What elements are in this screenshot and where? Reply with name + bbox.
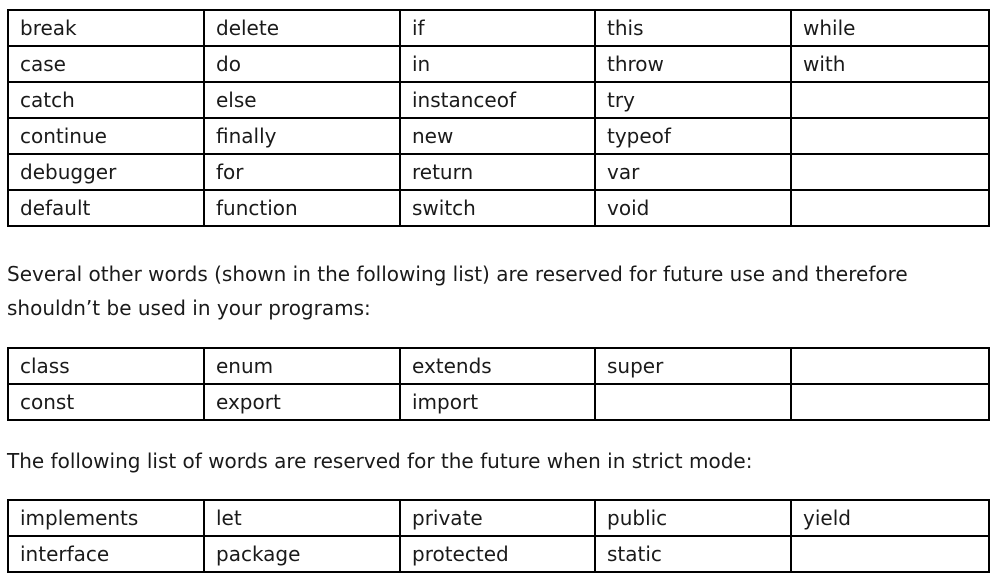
table-cell: debugger xyxy=(7,153,205,191)
table-cell: with xyxy=(790,45,990,83)
table-cell: protected xyxy=(399,535,596,573)
table-cell: try xyxy=(594,81,792,119)
table-cell: implements xyxy=(7,499,205,537)
table-row: class enum extends super xyxy=(7,347,990,385)
table-row: continue finally new typeof xyxy=(7,117,990,155)
table-cell: static xyxy=(594,535,792,573)
table-cell: in xyxy=(399,45,596,83)
table-cell: void xyxy=(594,189,792,227)
table-cell xyxy=(790,383,990,421)
table-row: debugger for return var xyxy=(7,153,990,191)
table-cell: private xyxy=(399,499,596,537)
table-row: case do in throw with xyxy=(7,45,990,83)
table-row: const export import xyxy=(7,383,990,421)
table-cell xyxy=(790,189,990,227)
table-cell: interface xyxy=(7,535,205,573)
table-cell: super xyxy=(594,347,792,385)
strict-mode-paragraph: The following list of words are reserved… xyxy=(7,449,753,473)
table-cell: package xyxy=(203,535,401,573)
table-cell: catch xyxy=(7,81,205,119)
table-cell: enum xyxy=(203,347,401,385)
table-cell: extends xyxy=(399,347,596,385)
table-cell: else xyxy=(203,81,401,119)
table-cell: continue xyxy=(7,117,205,155)
table-cell: switch xyxy=(399,189,596,227)
table-cell: throw xyxy=(594,45,792,83)
table-cell: class xyxy=(7,347,205,385)
future-reserved-table: class enum extends super const export im… xyxy=(7,347,990,421)
table-cell: if xyxy=(399,9,596,47)
table-cell: case xyxy=(7,45,205,83)
table-cell: function xyxy=(203,189,401,227)
table-cell: do xyxy=(203,45,401,83)
table-row: break delete if this while xyxy=(7,9,990,47)
table-cell xyxy=(790,535,990,573)
table-cell: default xyxy=(7,189,205,227)
table-cell: yield xyxy=(790,499,990,537)
table-cell xyxy=(790,347,990,385)
table-cell: instanceof xyxy=(399,81,596,119)
table-cell: const xyxy=(7,383,205,421)
table-cell: return xyxy=(399,153,596,191)
table-cell: for xyxy=(203,153,401,191)
table-cell xyxy=(790,153,990,191)
table-row: interface package protected static xyxy=(7,535,990,573)
table-cell: while xyxy=(790,9,990,47)
table-row: default function switch void xyxy=(7,189,990,227)
table-cell: var xyxy=(594,153,792,191)
strict-mode-reserved-table: implements let private public yield inte… xyxy=(7,499,990,573)
future-reserved-paragraph: Several other words (shown in the follow… xyxy=(7,262,908,320)
table-cell: finally xyxy=(203,117,401,155)
table-cell: break xyxy=(7,9,205,47)
table-cell: typeof xyxy=(594,117,792,155)
table-cell: import xyxy=(399,383,596,421)
table-cell xyxy=(594,383,792,421)
table-cell: public xyxy=(594,499,792,537)
table-cell xyxy=(790,117,990,155)
table-cell: delete xyxy=(203,9,401,47)
table-cell: export xyxy=(203,383,401,421)
table-cell: this xyxy=(594,9,792,47)
table-cell xyxy=(790,81,990,119)
table-row: catch else instanceof try xyxy=(7,81,990,119)
keywords-table: break delete if this while case do in th… xyxy=(7,9,990,227)
table-cell: let xyxy=(203,499,401,537)
table-row: implements let private public yield xyxy=(7,499,990,537)
table-cell: new xyxy=(399,117,596,155)
